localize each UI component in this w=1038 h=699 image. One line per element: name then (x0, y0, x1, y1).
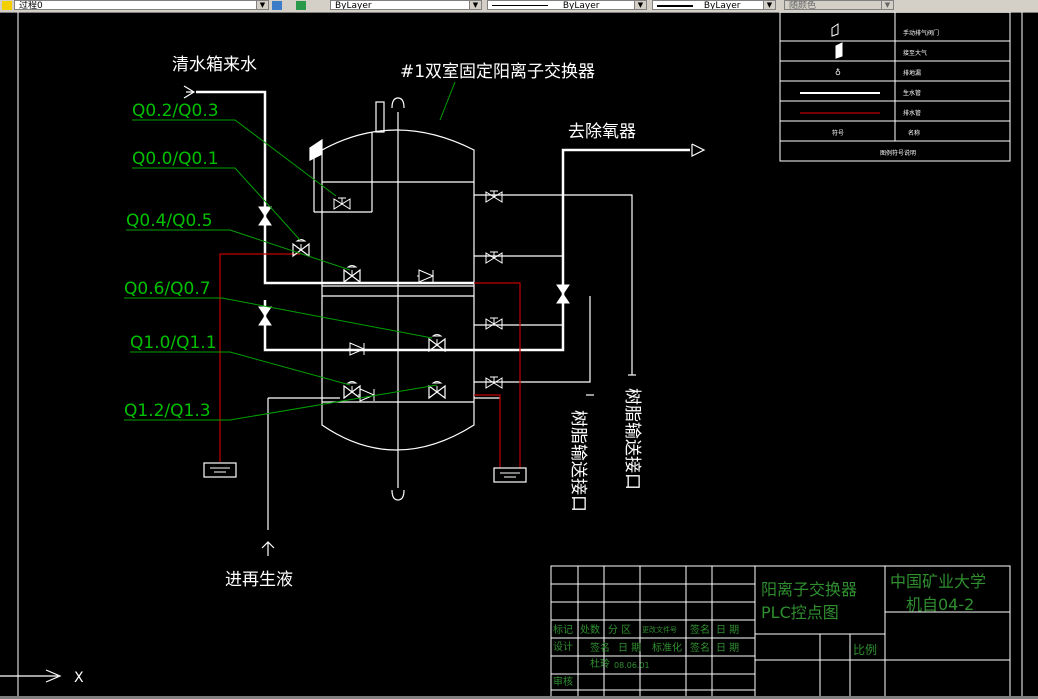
color-combo[interactable]: 随颜色 ▼ (784, 0, 894, 10)
ucs-icon: X (0, 669, 84, 686)
inlet-label: 清水箱来水 (172, 55, 257, 75)
legend-row-4: 生水管 (903, 89, 921, 97)
color-combo-value: 随颜色 (789, 1, 817, 10)
tb-review: 审核 (553, 675, 573, 688)
diagram-labels: 清水箱来水 #1双室固定阳离子交换器 去除氧器 进再生液 树脂输送接口 树脂输送… (124, 55, 642, 590)
ucs-x-label: X (74, 670, 84, 686)
tb-scale: 比例 (853, 643, 877, 657)
outlet-label: 去除氧器 (568, 122, 636, 142)
legend-caption: 图例符号说明 (880, 149, 916, 157)
tb-header-6: 日 期 (716, 624, 739, 636)
plc-label-4: Q0.6/Q0.7 (124, 279, 211, 299)
tb-header-2: 处数 (580, 623, 600, 636)
drawing-border (17, 12, 1023, 699)
svg-text:♁: ♁ (835, 68, 841, 77)
tb-header-1: 标记 (553, 624, 573, 636)
regen-label: 进再生液 (225, 570, 293, 590)
tb-date: 08.06.01 (614, 661, 650, 670)
plc-label-5: Q1.0/Q1.1 (130, 333, 217, 353)
tb-designer: 杜玲 (590, 657, 610, 670)
school-line2: 机自04-2 (906, 595, 974, 614)
layer-combo-value: 过程0 (19, 1, 43, 10)
vent-nozzle[interactable] (309, 132, 373, 213)
plc-leaders (124, 81, 456, 421)
lineweight-combo[interactable]: ByLayer ▼ (487, 0, 647, 10)
plc-label-3: Q0.4/Q0.5 (126, 211, 213, 231)
drain-pipes[interactable] (219, 253, 521, 468)
legend-table: ♁ (779, 12, 1011, 162)
tb-row2-3: 日 期 (618, 642, 641, 654)
layer-previous-icon[interactable] (296, 1, 306, 10)
tb-header-3: 分 区 (608, 624, 631, 636)
chevron-down-icon[interactable]: ▼ (881, 1, 893, 9)
tb-row2-5: 签名 (690, 641, 710, 654)
chevron-down-icon[interactable]: ▼ (469, 1, 481, 9)
drain-pans (203, 462, 527, 483)
plc-label-2: Q0.0/Q0.1 (132, 149, 219, 169)
drawing-title: #1双室固定阳离子交换器 (400, 62, 595, 82)
legend-symbol-header: 符号 (832, 129, 844, 137)
plc-label-6: Q1.2/Q1.3 (124, 401, 211, 421)
flow-arrows (183, 85, 706, 556)
process-pipes[interactable] (196, 90, 690, 530)
lineweight-combo-value: ByLayer (562, 1, 600, 10)
layer-icon[interactable] (2, 1, 12, 10)
horizontal-scrollbar[interactable] (0, 696, 1038, 699)
legend-row-2: 接至大气 (903, 49, 927, 57)
properties-toolbar: 过程0 ▼ ByLayer ▼ ByLayer ▼ ByLayer ▼ 随颜色 … (0, 0, 1038, 13)
legend-row-1: 手动排气阀门 (903, 29, 939, 37)
drawing-name-line1: 阳离子交换器 (761, 580, 857, 599)
linetype-combo[interactable]: ByLayer ▼ (330, 0, 482, 10)
tb-row2-1: 设计 (553, 640, 573, 653)
title-block (550, 565, 1011, 699)
exchanger-vessel[interactable] (321, 97, 475, 501)
chevron-down-icon[interactable]: ▼ (763, 1, 775, 9)
resin-port-2: 树脂输送接口 (622, 388, 642, 490)
tb-row2-4: 标准化 (652, 641, 682, 654)
drawing-canvas[interactable]: 清水箱来水 #1双室固定阳离子交换器 去除氧器 进再生液 树脂输送接口 树脂输送… (0, 12, 1038, 699)
linetype-combo-value: ByLayer (335, 1, 372, 10)
tb-header-4: 更改文件号 (642, 625, 677, 634)
chevron-down-icon[interactable]: ▼ (256, 1, 268, 9)
layer-states-icon[interactable] (272, 1, 282, 10)
plotstyle-combo[interactable]: ByLayer ▼ (652, 0, 776, 10)
legend-row-3: 排地漏 (903, 69, 921, 77)
line-sample (657, 4, 693, 7)
school-line1: 中国矿业大学 (890, 572, 986, 591)
legend-row-5: 排水管 (903, 109, 921, 117)
plc-label-1: Q0.2/Q0.3 (132, 101, 219, 121)
title-block-text: 阳离子交换器 PLC控点图 中国矿业大学 机自04-2 标记 处数 分 区 更改… (553, 572, 986, 688)
tb-row2-2: 签名 (590, 641, 610, 654)
drawing-name-line2: PLC控点图 (761, 603, 839, 622)
resin-port-1: 树脂输送接口 (568, 410, 588, 512)
line-sample (492, 5, 548, 6)
legend-name-header: 名称 (908, 129, 920, 137)
chevron-down-icon[interactable]: ▼ (634, 1, 646, 9)
plotstyle-combo-value: ByLayer (703, 1, 741, 10)
layer-combo[interactable]: 过程0 ▼ (14, 0, 269, 10)
legend-text: 手动排气阀门 接至大气 排地漏 生水管 排水管 符号 名称 图例符号说明 (832, 29, 939, 157)
tb-header-5: 签名 (690, 623, 710, 636)
tb-row2-6: 日 期 (716, 642, 739, 654)
